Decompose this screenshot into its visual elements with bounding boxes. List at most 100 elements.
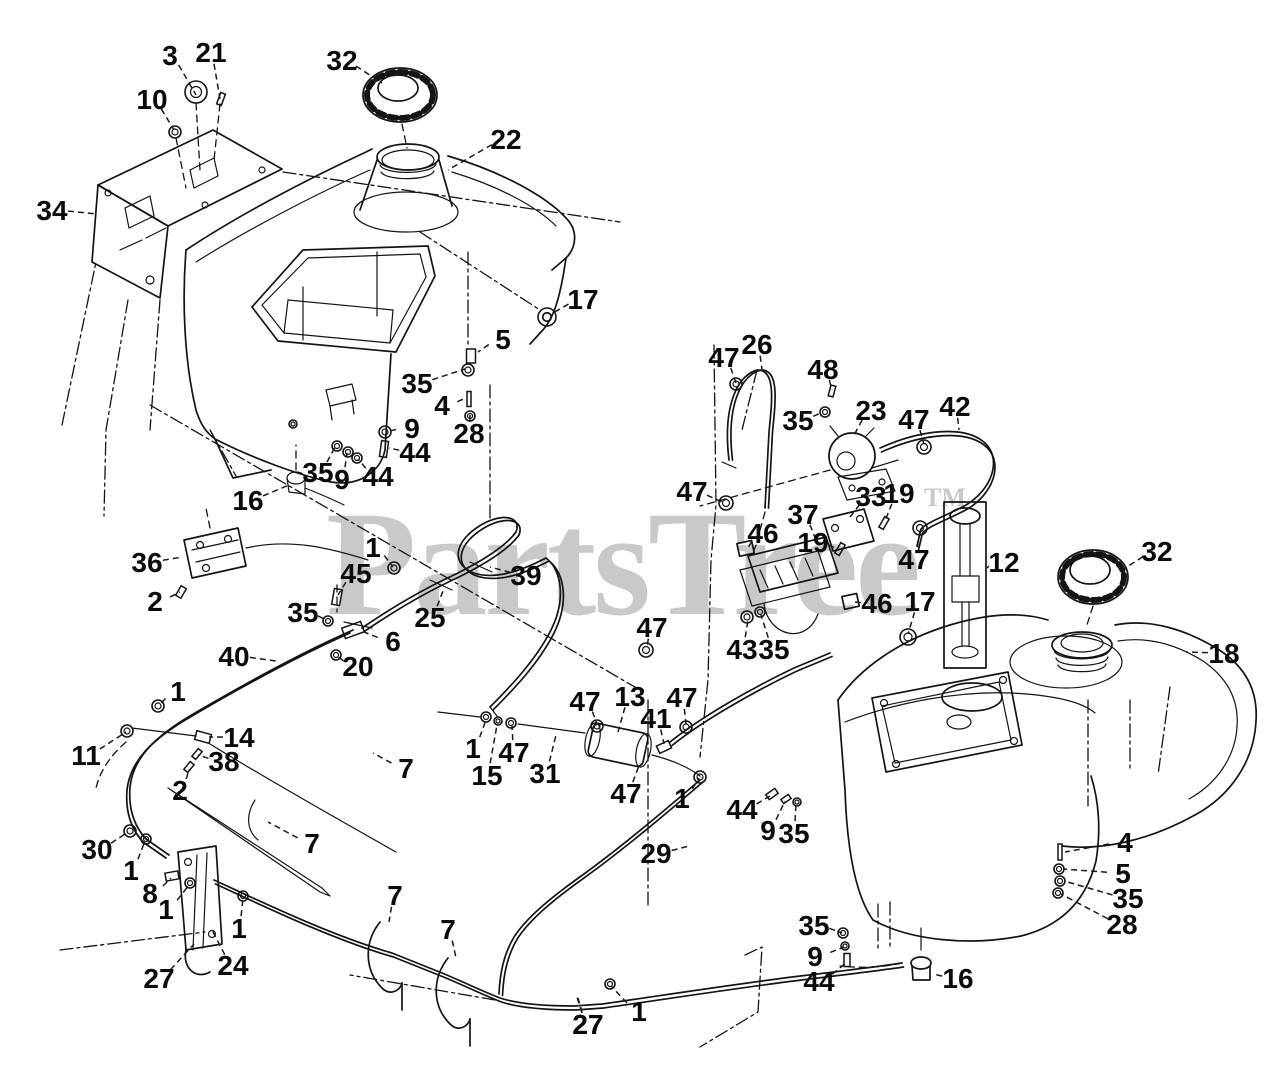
leader-line-1 (176, 884, 190, 901)
callout-27: 27 (143, 963, 174, 994)
leader-line-47 (706, 494, 723, 503)
callout-35: 35 (798, 910, 829, 941)
callout-27: 27 (572, 1009, 603, 1040)
callout-34: 34 (36, 195, 68, 226)
leader-line-21 (213, 63, 221, 100)
mounting-plate-34 (91, 102, 621, 517)
hose-26 (721, 369, 776, 546)
callout-3: 3 (162, 40, 178, 71)
leader-line-36 (162, 556, 183, 562)
leader-line-46 (852, 601, 862, 604)
leader-line-47 (919, 429, 925, 445)
leader-line-26 (759, 355, 763, 370)
leader-line-42 (956, 417, 960, 431)
callout-1: 1 (170, 676, 186, 707)
bracket-24-27 (167, 787, 331, 976)
leader-line-45 (337, 581, 347, 596)
callout-9: 9 (334, 464, 350, 495)
leader-line-19 (884, 503, 893, 522)
hardware-rect (655, 739, 673, 755)
leader-line-35 (794, 802, 797, 822)
callout-38: 38 (208, 746, 239, 777)
left-fuel-line (95, 727, 397, 853)
callout-44: 44 (726, 794, 758, 825)
leader-line-1 (479, 719, 487, 738)
callout-13: 13 (614, 681, 645, 712)
leader-line-35 (760, 614, 770, 639)
callout-46: 46 (747, 518, 778, 549)
callout-18: 18 (1208, 638, 1239, 669)
callout-11: 11 (71, 740, 101, 771)
leader-line-35 (829, 927, 843, 934)
callout-47: 47 (636, 612, 667, 643)
leader-line-9 (830, 946, 845, 954)
leader-line-10 (160, 108, 175, 131)
leader-line-24 (211, 929, 226, 956)
leader-line-27 (576, 996, 583, 1014)
hardware-ring (1052, 887, 1064, 899)
hardware-ring (837, 927, 849, 939)
callout-1: 1 (231, 913, 247, 944)
callout-35: 35 (401, 368, 432, 399)
callout-20: 20 (342, 651, 373, 682)
callout-47: 47 (676, 476, 707, 507)
callout-1: 1 (465, 733, 481, 764)
fuel-pump-23 (699, 425, 899, 507)
hardware-rect (174, 584, 188, 600)
callout-1: 1 (158, 894, 174, 925)
callout-8: 8 (142, 878, 158, 909)
leader-line-47 (729, 367, 737, 384)
callout-25: 25 (414, 602, 445, 633)
hardware-ring (322, 615, 334, 627)
hardware-ring (480, 711, 492, 723)
leader-line-35 (1063, 880, 1113, 896)
hardware-ring (331, 440, 343, 452)
callout-7: 7 (387, 880, 403, 911)
callout-44: 44 (803, 966, 835, 997)
leader-line-18 (1185, 651, 1209, 654)
leader-line-44 (756, 795, 771, 805)
leader-lines (67, 63, 1209, 1014)
filter-and-lines (437, 652, 833, 1048)
hardware-ring (493, 716, 503, 726)
leader-line-1 (158, 697, 167, 707)
leader-line-20 (336, 655, 344, 662)
leader-line-11 (99, 731, 127, 750)
hardware-ring (168, 125, 182, 139)
callout-28: 28 (453, 418, 484, 449)
leader-line-34 (67, 210, 98, 215)
leader-line-22 (447, 144, 493, 171)
hardware-rect (193, 729, 213, 745)
hardware-ring (792, 797, 802, 807)
leader-line-47 (683, 708, 687, 725)
leader-line-5 (477, 343, 490, 353)
leader-line-9 (344, 452, 348, 468)
leader-line-37 (809, 524, 819, 546)
leader-line-13 (617, 707, 626, 733)
callout-44: 44 (399, 437, 431, 468)
callout-7: 7 (304, 828, 320, 859)
callout-1: 1 (631, 996, 647, 1027)
hardware-parts (120, 80, 1066, 990)
leader-line-5 (1062, 868, 1108, 873)
callout-33: 33 (855, 481, 886, 512)
callout-2: 2 (172, 775, 188, 806)
callout-10: 10 (136, 84, 167, 115)
leader-line-28 (1060, 893, 1108, 920)
callout-32: 32 (1141, 536, 1172, 567)
hose-40 (125, 629, 354, 859)
hardware-rect (190, 747, 204, 761)
left-fuel-tank (61, 67, 641, 691)
hardware-ring (1054, 875, 1066, 887)
callout-5: 5 (1115, 858, 1131, 889)
callout-5: 5 (495, 324, 511, 355)
hose-42 (879, 430, 996, 551)
hardware-ring (604, 978, 616, 990)
callout-17: 17 (567, 284, 598, 315)
leader-line-32 (355, 65, 383, 84)
hardware-rect (833, 541, 847, 557)
leader-line-3 (178, 64, 197, 96)
hardware-ring (288, 419, 298, 429)
